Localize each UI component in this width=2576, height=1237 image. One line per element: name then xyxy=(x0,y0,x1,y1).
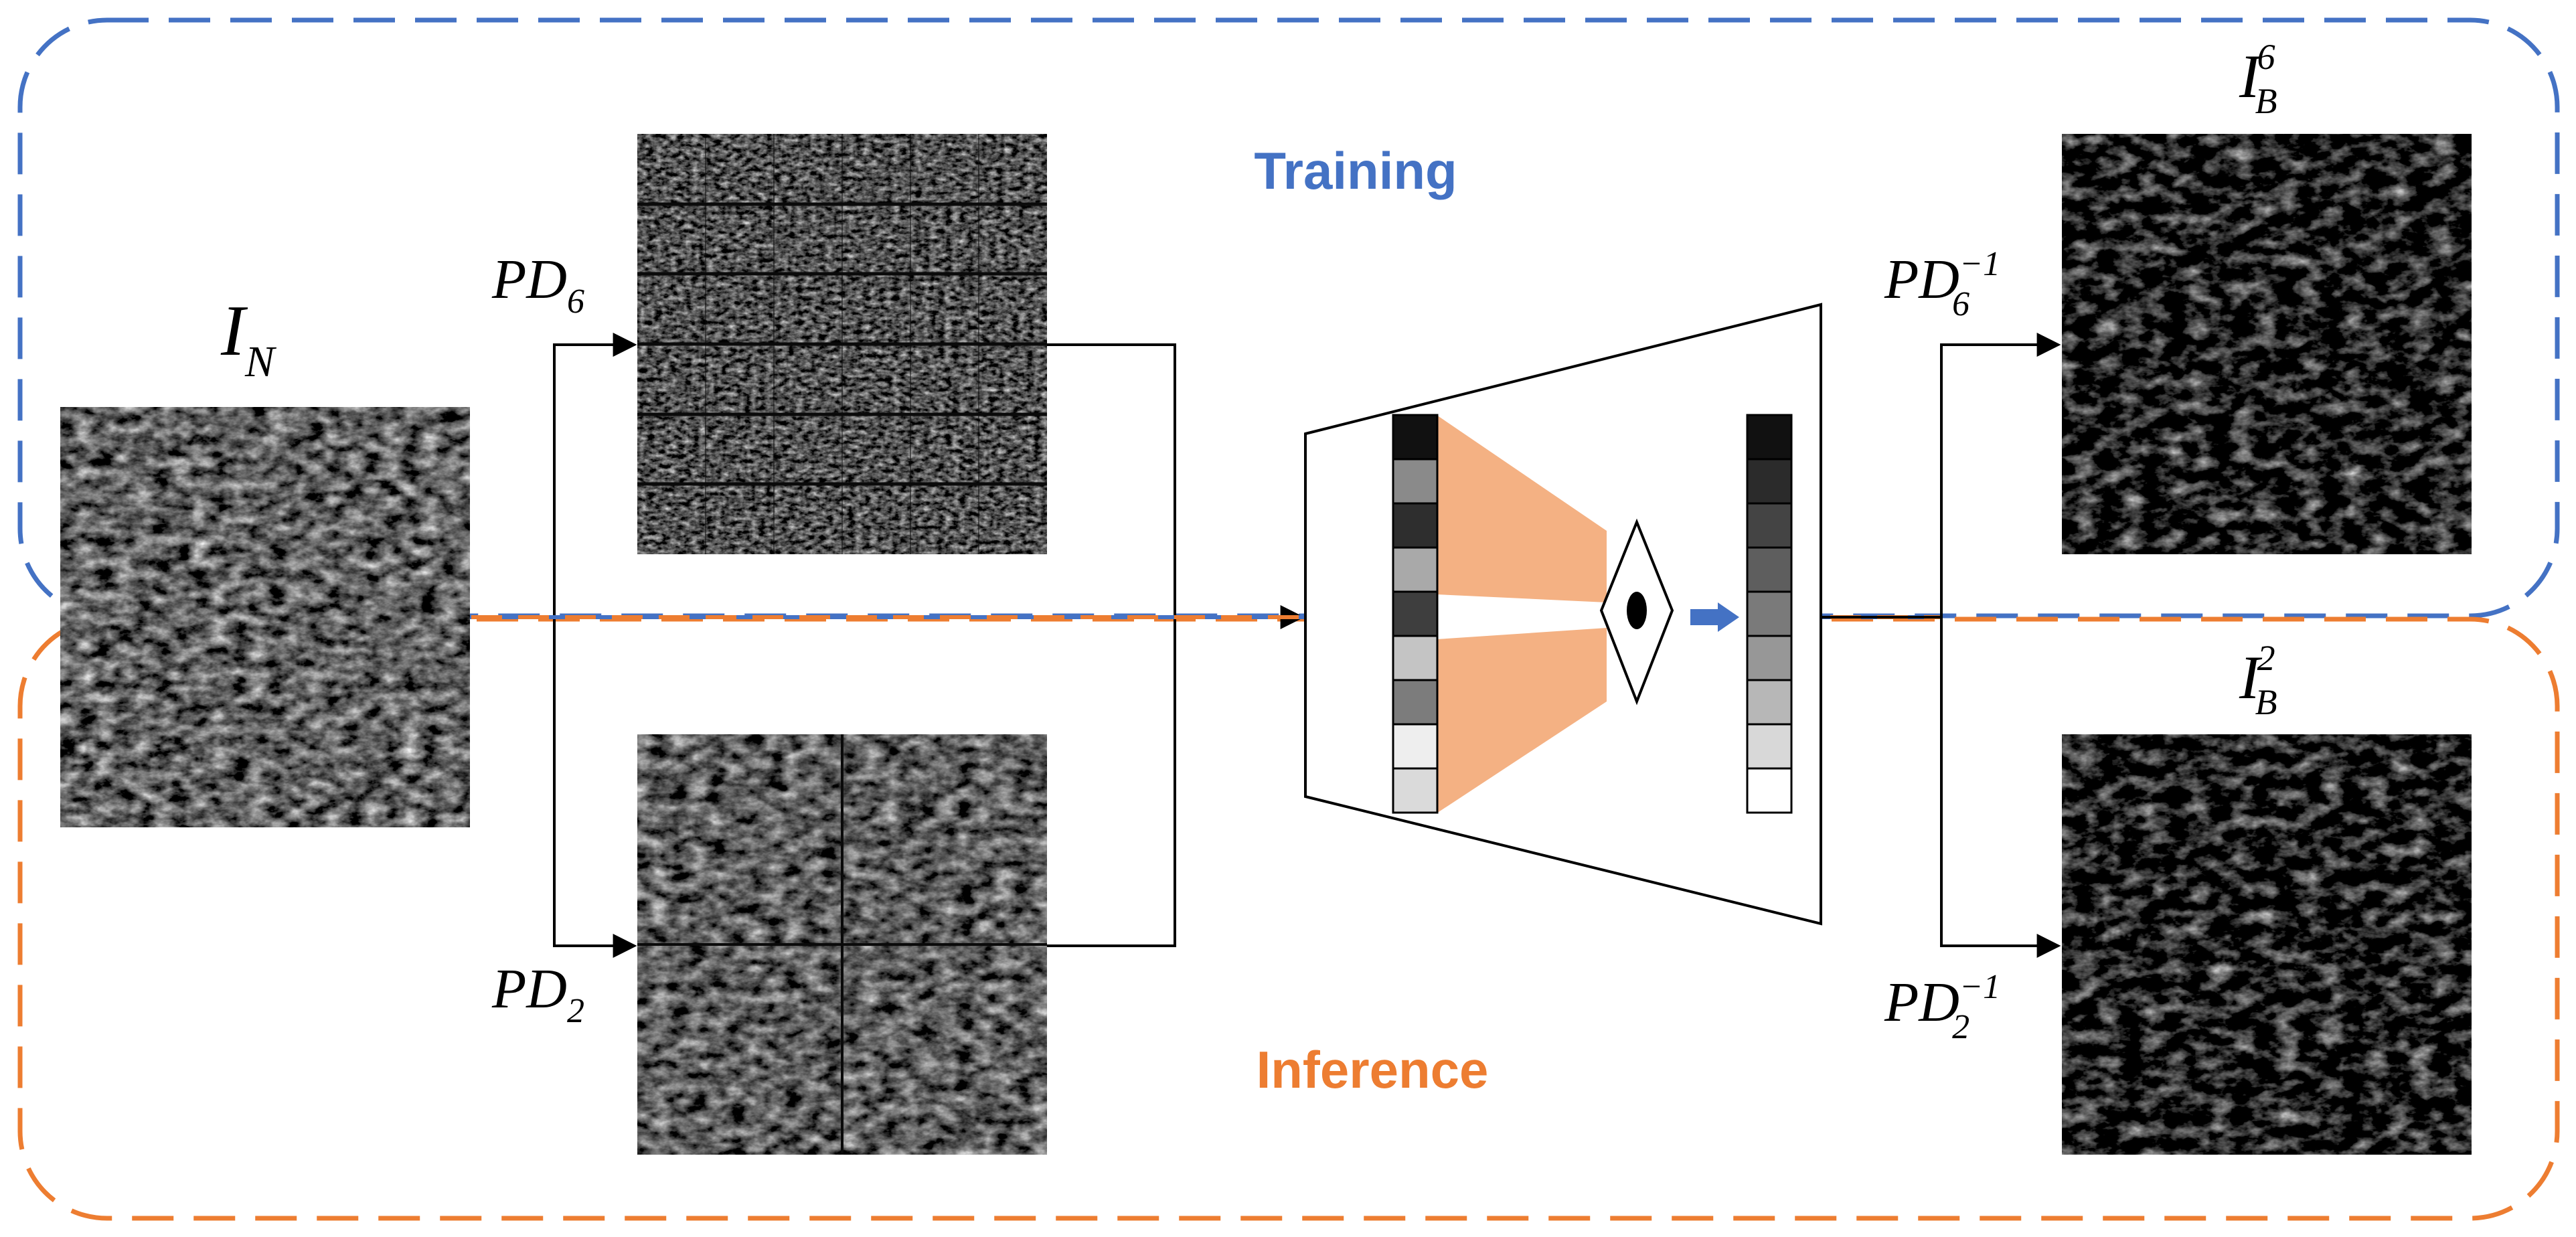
network-fan-lower xyxy=(1437,628,1607,813)
network-input-column-cell-7 xyxy=(1392,679,1439,726)
network-input-column xyxy=(1392,414,1439,814)
network-output-column-cell-7 xyxy=(1746,679,1793,726)
network-input-column-cell-8 xyxy=(1392,723,1439,770)
network-input-column-cell-4 xyxy=(1392,546,1439,593)
pd2-label: PD2 xyxy=(491,958,584,1030)
pd6-label: PD6 xyxy=(491,248,584,321)
network-output-column-cell-3 xyxy=(1746,502,1793,549)
network-fan-upper xyxy=(1437,415,1607,602)
network-diamond-dot xyxy=(1627,592,1647,629)
network-block xyxy=(1304,303,1822,926)
network-input-column-cell-9 xyxy=(1392,767,1439,814)
network-input-column-cell-1 xyxy=(1392,414,1439,461)
pd6-mosaic-image xyxy=(637,134,1047,554)
network-output-column-cell-5 xyxy=(1746,590,1793,637)
network-output-column-cell-8 xyxy=(1746,723,1793,770)
output-image-bottom xyxy=(2062,734,2472,1155)
output-connectors xyxy=(1821,333,2061,958)
training-label: Training xyxy=(1254,141,1457,200)
inference-label: Inference xyxy=(1257,1040,1489,1099)
network-output-column-cell-1 xyxy=(1746,414,1793,461)
network-output-column-cell-9 xyxy=(1746,767,1793,814)
output-image-top xyxy=(2062,134,2472,554)
network-output-column-cell-4 xyxy=(1746,546,1793,593)
network-input-column-cell-3 xyxy=(1392,502,1439,549)
input-image-label: IN xyxy=(220,291,277,386)
training-region xyxy=(17,17,2560,618)
network-input-column-cell-5 xyxy=(1392,590,1439,637)
network-input-column-cell-6 xyxy=(1392,635,1439,681)
network-output-column-cell-2 xyxy=(1746,458,1793,505)
network-output-column xyxy=(1746,414,1793,814)
network-output-column-cell-6 xyxy=(1746,635,1793,681)
network-input-column-cell-2 xyxy=(1392,458,1439,505)
input-image xyxy=(60,407,470,827)
network-output-arrow xyxy=(1718,602,1739,632)
pd2-mosaic-image xyxy=(637,734,1047,1155)
